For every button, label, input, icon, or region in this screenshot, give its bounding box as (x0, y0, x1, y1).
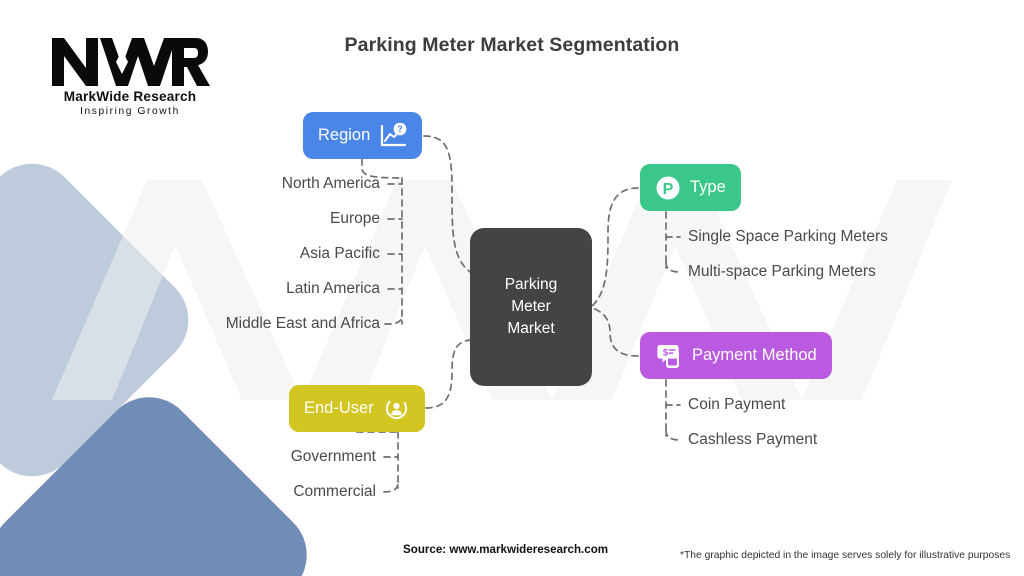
center-line-3: Market (507, 320, 555, 337)
connector-type-leaf-1 (665, 261, 681, 273)
center-line-2: Meter (511, 298, 551, 315)
source-label: Source: www.markwideresearch.com (403, 543, 609, 556)
logo-tagline: Inspiring Growth (80, 106, 180, 117)
chart-analytics-icon: ? (379, 122, 407, 149)
svg-text:$: $ (663, 347, 669, 358)
logo-mark-mwr-icon (52, 38, 210, 86)
mobile-payment-icon: $ (655, 343, 683, 369)
logo-company-name: MarkWide Research (63, 89, 197, 104)
leaf-region-north-america: North America (281, 175, 380, 192)
branch-badge-end-user[interactable]: End-User (289, 385, 425, 432)
user-cycle-icon (383, 395, 410, 422)
center-node-parking-meter-market: Parking Meter Market (470, 228, 592, 386)
branch-label-type: Type (690, 178, 726, 196)
branch-badge-payment-method[interactable]: $ Payment Method (640, 332, 832, 379)
leaf-payment-cashless: Cashless Payment (688, 431, 818, 448)
connector-enduser-leaf-1 (383, 481, 399, 493)
branch-label-end-user: End-User (304, 399, 374, 417)
parking-p-icon: P (655, 175, 681, 201)
svg-text:?: ? (398, 124, 404, 134)
brand-logo: MarkWide Research Inspiring Growth (30, 32, 230, 117)
disclaimer-label: *The graphic depicted in the image serve… (680, 550, 1011, 561)
connector-payment-center (591, 307, 639, 357)
leaf-payment-coin: Coin Payment (688, 396, 786, 413)
page-title: Parking Meter Market Segmentation (344, 34, 680, 56)
leaf-enduser-government: Government (290, 448, 376, 465)
connector-region-badge-spine (361, 158, 403, 179)
leaf-region-asia-pacific: Asia Pacific (299, 245, 380, 262)
branch-label-region: Region (318, 126, 371, 144)
connector-region-leaf-4 (384, 317, 403, 325)
branch-badge-type[interactable]: P Type (640, 164, 741, 211)
connector-type-center (591, 187, 639, 307)
branch-badge-region[interactable]: Region ? (303, 112, 423, 159)
leaf-region-latin-america: Latin America (286, 280, 380, 297)
leaf-enduser-commercial: Commercial (293, 483, 376, 500)
leaf-type-single-space: Single Space Parking Meters (688, 228, 888, 245)
connector-payment-leaf-1 (665, 429, 681, 441)
leaf-region-europe: Europe (330, 210, 380, 227)
svg-text:P: P (663, 181, 674, 198)
branch-label-payment-method: Payment Method (692, 346, 817, 364)
connector-region-center (423, 135, 471, 273)
leaf-type-multi-space: Multi-space Parking Meters (688, 263, 876, 280)
leaf-region-middle-east-africa: Middle East and Africa (225, 315, 380, 332)
connector-enduser-center (425, 339, 471, 409)
center-line-1: Parking (504, 276, 558, 293)
